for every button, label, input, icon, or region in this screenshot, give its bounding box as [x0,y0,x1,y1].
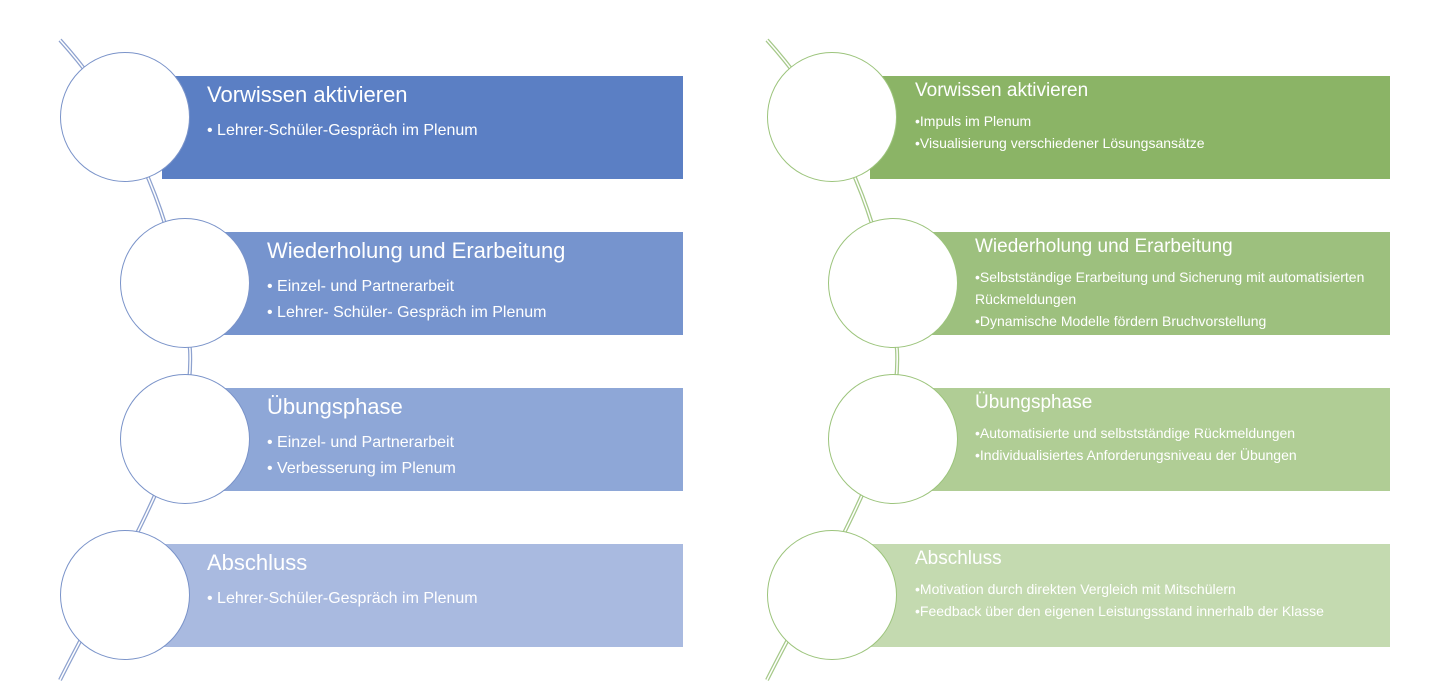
step-bullet-list: Impuls im PlenumVisualisierung verschied… [915,110,1390,154]
right-step-4-circle [767,530,897,660]
step-bullet: Lehrer-Schüler-Gespräch im Plenum [207,118,683,144]
step-bullet-list: Automatisierte und selbstständige Rückme… [975,422,1390,466]
step-bullet: Einzel- und Partnerarbeit [267,430,683,456]
right-step-2-circle [828,218,958,348]
step-bullet: Automatisierte und selbstständige Rückme… [975,422,1390,444]
step-bullet: Verbesserung im Plenum [267,456,683,482]
step-bullet: Dynamische Modelle fördern Bruchvorstell… [975,310,1390,332]
step-bullet: Einzel- und Partnerarbeit [267,274,683,300]
left-step-4-box: AbschlussLehrer-Schüler-Gespräch im Plen… [162,544,683,647]
left-step-2-box: Wiederholung und ErarbeitungEinzel- und … [222,232,683,335]
step-title: Vorwissen aktivieren [207,82,408,107]
step-bullet: Motivation durch direkten Vergleich mit … [915,578,1390,600]
step-bullet: Lehrer- Schüler- Gespräch im Plenum [267,300,683,326]
step-bullet: Individualisiertes Anforderungsniveau de… [975,444,1390,466]
step-bullet: Lehrer-Schüler-Gespräch im Plenum [207,586,683,612]
step-bullet-list: Einzel- und PartnerarbeitVerbesserung im… [267,430,683,482]
step-title: Abschluss [207,550,308,575]
right-step-4-box: AbschlussMotivation durch direkten Vergl… [870,544,1390,647]
right-step-3-box: ÜbungsphaseAutomatisierte und selbststän… [930,388,1390,491]
left-step-3-circle [120,374,250,504]
step-title: Abschluss [915,548,1002,569]
step-bullet-list: Lehrer-Schüler-Gespräch im Plenum [207,118,683,144]
right-step-2-box: Wiederholung und ErarbeitungSelbstständi… [930,232,1390,335]
step-bullet-list: Lehrer-Schüler-Gespräch im Plenum [207,586,683,612]
right-step-1-box: Vorwissen aktivierenImpuls im PlenumVisu… [870,76,1390,179]
step-title: Übungsphase [267,394,403,419]
step-title: Wiederholung und Erarbeitung [975,236,1233,257]
left-step-3-box: ÜbungsphaseEinzel- und PartnerarbeitVerb… [222,388,683,491]
step-bullet: Visualisierung verschiedener Lösungsansä… [915,132,1390,154]
step-title: Übungsphase [975,392,1093,413]
right-step-3-circle [828,374,958,504]
step-bullet-list: Einzel- und PartnerarbeitLehrer- Schüler… [267,274,683,326]
step-bullet: Feedback über den eigenen Leistungsstand… [915,600,1390,622]
step-bullet: Selbstständige Erarbeitung und Sicherung… [975,266,1390,310]
step-bullet-list: Selbstständige Erarbeitung und Sicherung… [975,266,1390,332]
step-bullet-list: Motivation durch direkten Vergleich mit … [915,578,1390,622]
left-step-1-box: Vorwissen aktivierenLehrer-Schüler-Gespr… [162,76,683,179]
step-title: Wiederholung und Erarbeitung [267,238,566,263]
left-step-4-circle [60,530,190,660]
step-bullet: Impuls im Plenum [915,110,1390,132]
step-title: Vorwissen aktivieren [915,80,1089,101]
right-step-1-circle [767,52,897,182]
left-step-2-circle [120,218,250,348]
left-step-1-circle [60,52,190,182]
